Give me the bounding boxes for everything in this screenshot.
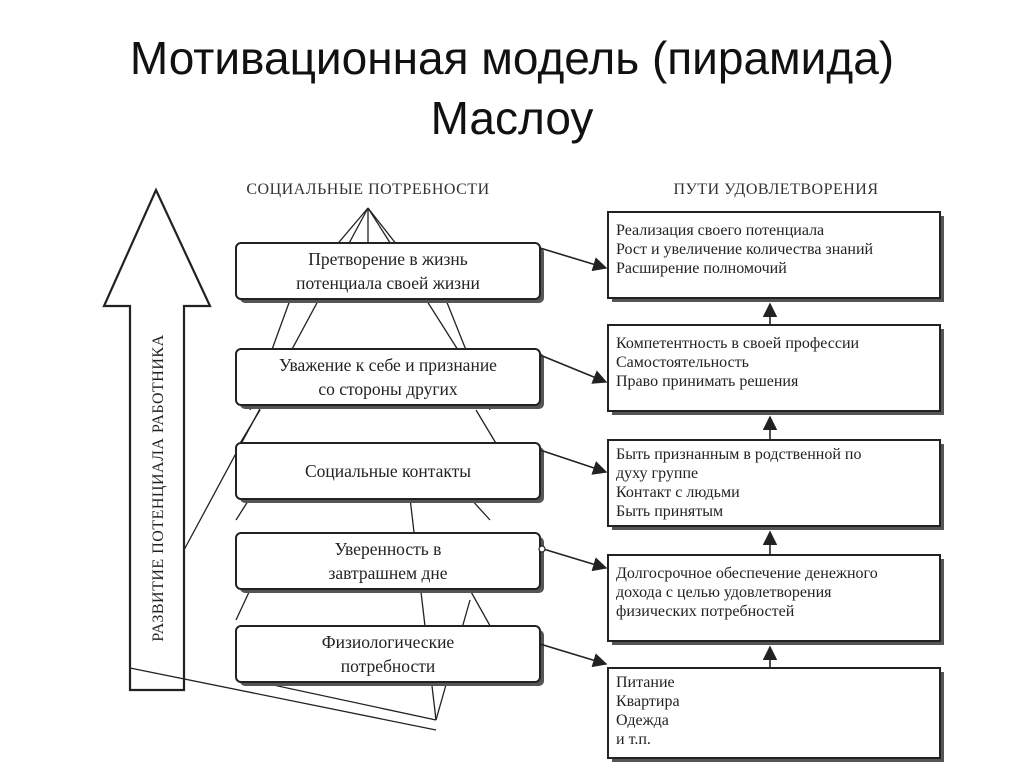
way-text: и т.п. (616, 731, 651, 748)
way-text: Долгосрочное обеспечение денежного (616, 565, 878, 582)
needs-levels: Претворение в жизнь потенциала своей жизн… (235, 242, 544, 686)
way-box (607, 324, 941, 412)
page-title: Мотивационная модель (пирамида) Маслоу (0, 28, 1024, 148)
way-text: Быть принятым (616, 503, 723, 520)
way-text: Расширение полномочий (616, 260, 787, 277)
need-level-3: Социальные контакты (235, 442, 544, 503)
way-text: Контакт с людьми (616, 484, 740, 501)
need-level-text: потенциала своей жизни (296, 273, 480, 293)
level-to-way-arrow (539, 643, 608, 668)
way-text: Право принимать решения (616, 373, 799, 390)
way-text: Питание (616, 674, 675, 691)
need-level-2: Уважение к себе и признание со стороны др… (235, 348, 544, 409)
need-level-box (235, 348, 541, 406)
pyramid-line (249, 679, 437, 721)
need-level-text: потребности (341, 656, 436, 676)
pyramid-line (235, 589, 251, 621)
need-level-text: со стороны других (318, 379, 458, 399)
way-text: Быть признанным в родственной по (616, 446, 861, 463)
way-2: Компетентность в своей профессииСамостоя… (607, 324, 944, 415)
title-line-2: Маслоу (430, 92, 594, 144)
need-level-1: Претворение в жизнь потенциала своей жизн… (235, 242, 544, 303)
need-level-box (235, 242, 541, 300)
way-text: Компетентность в своей профессии (616, 335, 860, 352)
way-text: дохода с целью удовлетворения (616, 584, 832, 601)
need-level-text: Физиологические (322, 632, 455, 652)
way-text: Реализация своего потенциала (616, 222, 824, 239)
way-box (607, 667, 941, 759)
need-level-text: завтрашнем дне (329, 563, 448, 583)
right-header: ПУТИ УДОВЛЕТВОРЕНИЯ (673, 181, 878, 198)
connector-dot (538, 545, 546, 553)
need-level-text: Претворение в жизнь (308, 249, 467, 269)
way-box (607, 211, 941, 299)
need-level-4: Уверенность в завтрашнем дне (235, 532, 544, 593)
pyramid-line (409, 497, 437, 721)
title-line-1: Мотивационная модель (пирамида) (129, 32, 895, 84)
way-text: Самостоятельность (616, 354, 749, 371)
way-text: физических потребностей (616, 603, 795, 620)
connectors (538, 247, 778, 668)
need-level-box (235, 442, 541, 500)
left-header: СОЦИАЛЬНЫЕ ПОТРЕБНОСТИ (246, 181, 489, 198)
need-level-text: Уверенность в (335, 539, 442, 559)
need-level-text: Социальные контакты (305, 461, 471, 481)
development-arrow: РАЗВИТИЕ ПОТЕНЦИАЛА РАБОТНИКА (102, 187, 212, 692)
need-level-box (235, 625, 541, 683)
way-text: Рост и увеличение количества знаний (616, 241, 874, 258)
pyramid-line (129, 667, 437, 731)
way-box (607, 439, 941, 527)
level-to-way-arrow (539, 247, 608, 272)
way-4: Долгосрочное обеспечение денежного дохода… (607, 554, 944, 645)
level-to-way-arrow (539, 547, 608, 572)
level-to-way-arrow (539, 449, 608, 475)
need-level-text: Уважение к себе и признание (279, 355, 497, 375)
way-text: Квартира (616, 693, 680, 710)
way-text: духу группе (616, 465, 698, 482)
way-3: Быть признанным в родственной по духу гру… (607, 439, 944, 530)
need-level-box (235, 532, 541, 590)
level-to-way-arrow (539, 354, 608, 384)
way-text: Одежда (616, 712, 669, 729)
way-box (607, 554, 941, 642)
vertical-label: РАЗВИТИЕ ПОТЕНЦИАЛА РАБОТНИКА (150, 334, 167, 641)
need-level-5: Физиологические потребности (235, 625, 544, 686)
